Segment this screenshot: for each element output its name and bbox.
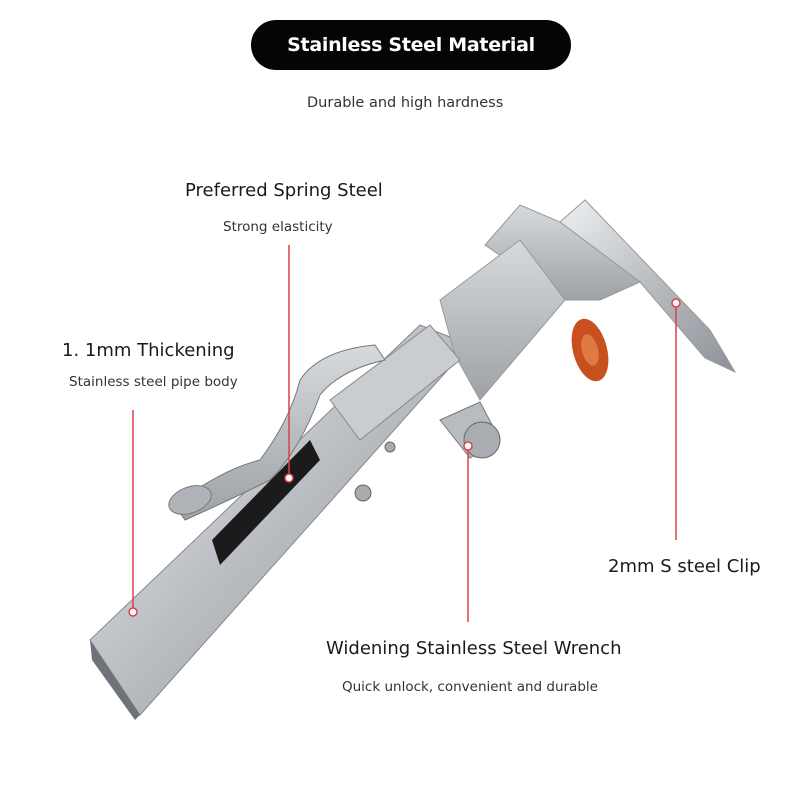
- header-title-pill: Stainless Steel Material: [251, 20, 571, 70]
- callout-spring-title: Preferred Spring Steel: [185, 180, 383, 201]
- wrench: [439, 401, 501, 459]
- callout-wrench-subtitle: Quick unlock, convenient and durable: [342, 679, 598, 695]
- header-subtitle: Durable and high hardness: [307, 95, 504, 111]
- header-title: Stainless Steel Material: [287, 34, 535, 56]
- callout-clip-title: 2mm S steel Clip: [608, 556, 761, 577]
- callout-thickening-title: 1. 1mm Thickening: [62, 340, 235, 361]
- callout-wrench-title: Widening Stainless Steel Wrench: [326, 638, 622, 659]
- steel-clip: [484, 199, 737, 374]
- callout-spring-subtitle: Strong elasticity: [223, 219, 333, 235]
- pipe-body: [89, 239, 566, 720]
- callout-thickening-subtitle: Stainless steel pipe body: [69, 374, 238, 390]
- spring-lever: [174, 344, 386, 521]
